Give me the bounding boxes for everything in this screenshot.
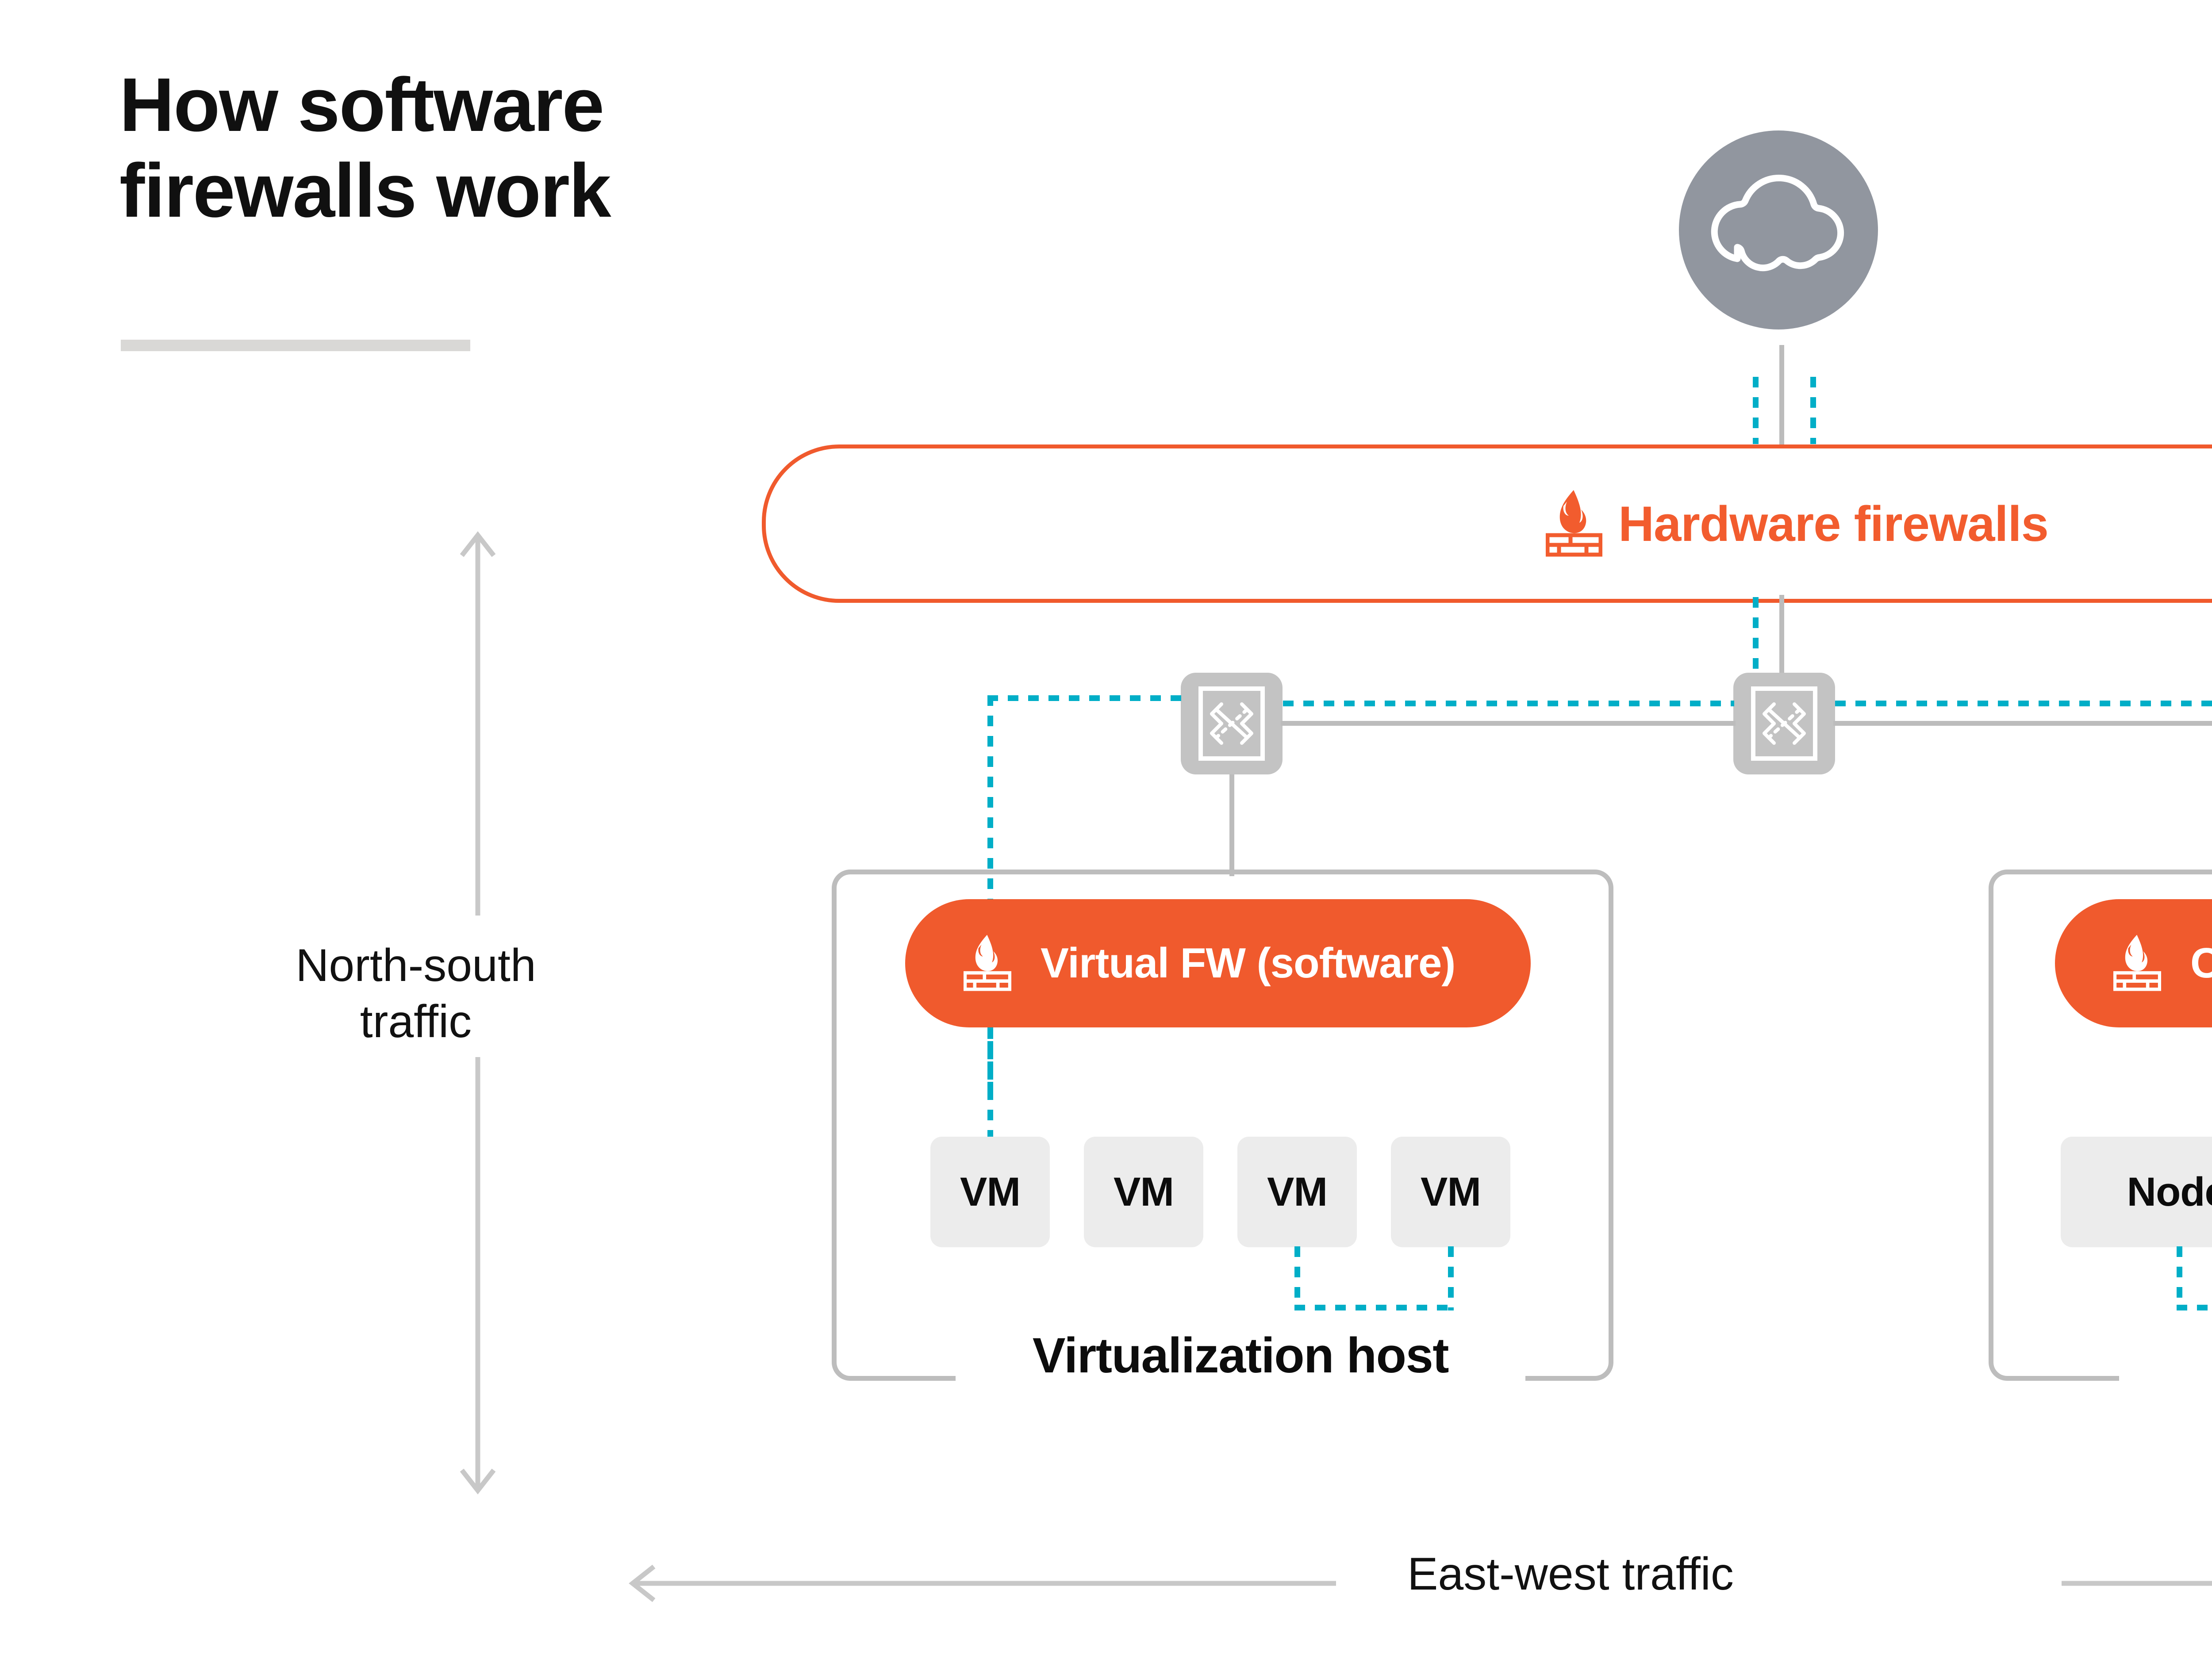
connector-fw-center-solid [1779,595,1784,674]
connector-cloud-teal-left [1753,377,1759,444]
firewall-icon [2113,933,2162,994]
hardware-firewall-label: Hardware firewalls [1618,496,2049,552]
title-divider [121,340,470,351]
connector-vm4-down [1448,1246,1454,1310]
container-host-box [1989,870,2212,1381]
connector-switch-left-drop [1229,774,1234,876]
north-south-arrow [460,531,496,1494]
vm-chip-1[interactable]: VM [930,1137,1050,1247]
page-title: How software firewalls work [119,62,611,234]
connector-teal-west-stub [987,695,1183,701]
vm-chip-label: VM [1114,1169,1174,1215]
firewall-icon [963,933,1012,994]
virtualization-host-label: Virtualization host [956,1327,1525,1384]
connector-vm3-down [1294,1246,1300,1310]
connector-vm3-vm4-loop [1294,1305,1454,1310]
hardware-firewall-bar[interactable]: Hardware firewalls [762,444,2212,603]
north-south-label: North-south traffic [296,940,536,1047]
connector-teal-center-right [1835,701,2212,706]
connector-switch-left-center [1281,721,1736,726]
cloud-icon [1679,130,1878,330]
vm-chip-4[interactable]: VM [1391,1137,1510,1247]
connector-virtualfw-to-vm [987,1028,993,1138]
vm-chip-3[interactable]: VM [1237,1137,1357,1247]
east-west-label: East-west traffic [1407,1548,1734,1600]
connector-cloud-teal-right [1810,377,1816,444]
switch-center[interactable] [1733,673,1835,774]
east-west-arrow [629,1564,2212,1602]
connector-fw-center-teal [1753,597,1759,673]
node-chip-label: Node 1 [2127,1169,2212,1215]
vm-chip-label: VM [1267,1169,1328,1215]
virtual-firewall-label: Virtual FW (software) [1041,939,1455,987]
node-chip-1[interactable]: Node 1 [2061,1137,2212,1247]
connector-switch-center-right [1833,721,2212,726]
firewall-icon [1545,488,1603,559]
container-host-label: Container host [2119,1329,2212,1387]
connector-node1-node2-loop [2177,1305,2212,1310]
connector-teal-left-center [1283,701,1734,706]
vm-chip-label: VM [960,1169,1021,1215]
connector-cloud-solid [1779,345,1784,446]
virtual-firewall-pill[interactable]: Virtual FW (software) [905,899,1531,1027]
vm-chip-2[interactable]: VM [1084,1137,1203,1247]
switch-left[interactable] [1181,673,1283,774]
vm-chip-label: VM [1421,1169,1481,1215]
cluster-firewall-label: Cluster FW (software) [2190,939,2212,987]
cluster-firewall-pill[interactable]: Cluster FW (software) [2055,899,2212,1027]
connector-node1-down [2177,1246,2182,1310]
